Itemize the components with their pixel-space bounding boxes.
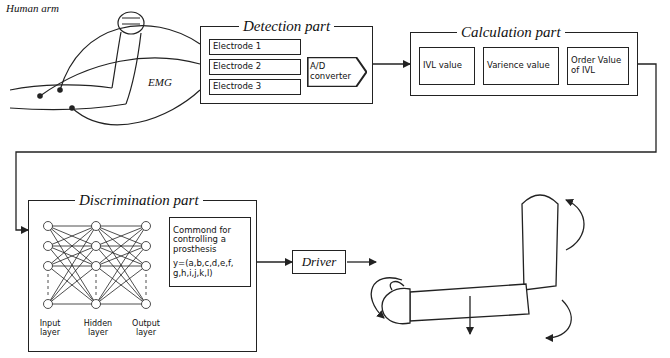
net-link	[96, 226, 146, 304]
net-link	[48, 226, 96, 304]
electrode-box: Electrode 3	[209, 79, 301, 95]
driver-box: Driver	[292, 250, 346, 274]
box-text: Electrode 2	[213, 62, 261, 72]
flow-arrow	[257, 261, 292, 262]
command-box: Commond for controlling a prosthesis y=(a…	[169, 217, 251, 287]
net-link	[48, 246, 96, 266]
neuron	[92, 262, 101, 271]
electrode-box: Electrode 2	[209, 59, 301, 75]
net-link	[96, 246, 146, 266]
human-arm	[10, 12, 200, 125]
net-link	[48, 246, 96, 304]
flow-arrow	[16, 64, 656, 230]
net-link	[96, 246, 146, 304]
net-link	[96, 246, 146, 266]
net-link	[96, 266, 146, 304]
layer-label: Output layer	[124, 320, 168, 338]
net-link	[96, 226, 146, 227]
net-link	[48, 246, 96, 304]
net-link	[96, 226, 146, 266]
detection-part: Detection partElectrode 1Electrode 2Elec…	[200, 26, 373, 104]
neuron	[142, 300, 151, 309]
net-link	[48, 226, 96, 246]
net-link	[48, 246, 96, 266]
net-link	[48, 266, 96, 304]
net-link	[48, 226, 96, 266]
neuron	[142, 242, 151, 251]
net-link	[48, 226, 96, 304]
neuron	[142, 222, 151, 231]
signal-label: EMG	[146, 76, 174, 88]
net-link	[96, 246, 146, 304]
net-link	[48, 266, 96, 304]
box-text: y=(a,b,c,d,e,f, g,h,i,j,k,l)	[173, 259, 247, 279]
box-text: Commond for controlling a prosthesis	[173, 226, 247, 255]
box-text: Order Value of IVL	[571, 56, 625, 76]
box-text: A/D converter	[310, 62, 355, 82]
net-link	[48, 304, 96, 305]
net-link	[96, 266, 146, 304]
neuron	[142, 262, 151, 271]
arm-label: Human arm	[4, 2, 61, 14]
net-link	[146, 274, 147, 296]
neuron	[44, 300, 53, 309]
neuron	[44, 242, 53, 251]
neuron	[92, 300, 101, 309]
part-heading: Calculation part	[457, 23, 565, 41]
net-link	[96, 274, 97, 296]
box-text: Driver	[302, 255, 337, 270]
layer-label: Input layer	[30, 320, 70, 338]
part-heading: Detection part	[239, 17, 334, 35]
net-link	[96, 226, 146, 246]
net-link	[48, 274, 49, 296]
part-heading: Discrimination part	[75, 191, 203, 209]
drive-arrow	[347, 261, 376, 262]
converter-box: A/D converter	[307, 57, 367, 87]
net-link	[48, 226, 96, 227]
box-text: Electrode 3	[213, 82, 261, 92]
electrode-box: Electrode 1	[209, 39, 301, 55]
box-text: Electrode 1	[213, 42, 261, 52]
value-box: Varience value	[483, 47, 559, 85]
net-link	[96, 226, 146, 266]
neural-network	[44, 222, 151, 309]
neuron	[92, 222, 101, 231]
net-link	[96, 304, 146, 305]
value-box: Order Value of IVL	[567, 47, 629, 85]
box-text: IVL value	[423, 61, 462, 71]
calculation-part: Calculation partIVL valueVarience valueO…	[410, 32, 638, 96]
layer-label: Hidden layer	[76, 320, 120, 338]
flow-arrow	[373, 63, 410, 64]
net-link	[48, 226, 96, 246]
net-link	[96, 226, 146, 304]
net-link	[96, 226, 146, 246]
prosthesis	[371, 195, 584, 338]
net-link	[48, 226, 96, 266]
neuron	[44, 222, 53, 231]
neuron	[44, 262, 53, 271]
value-box: IVL value	[419, 47, 475, 85]
box-text: Varience value	[487, 61, 550, 71]
neuron	[92, 242, 101, 251]
